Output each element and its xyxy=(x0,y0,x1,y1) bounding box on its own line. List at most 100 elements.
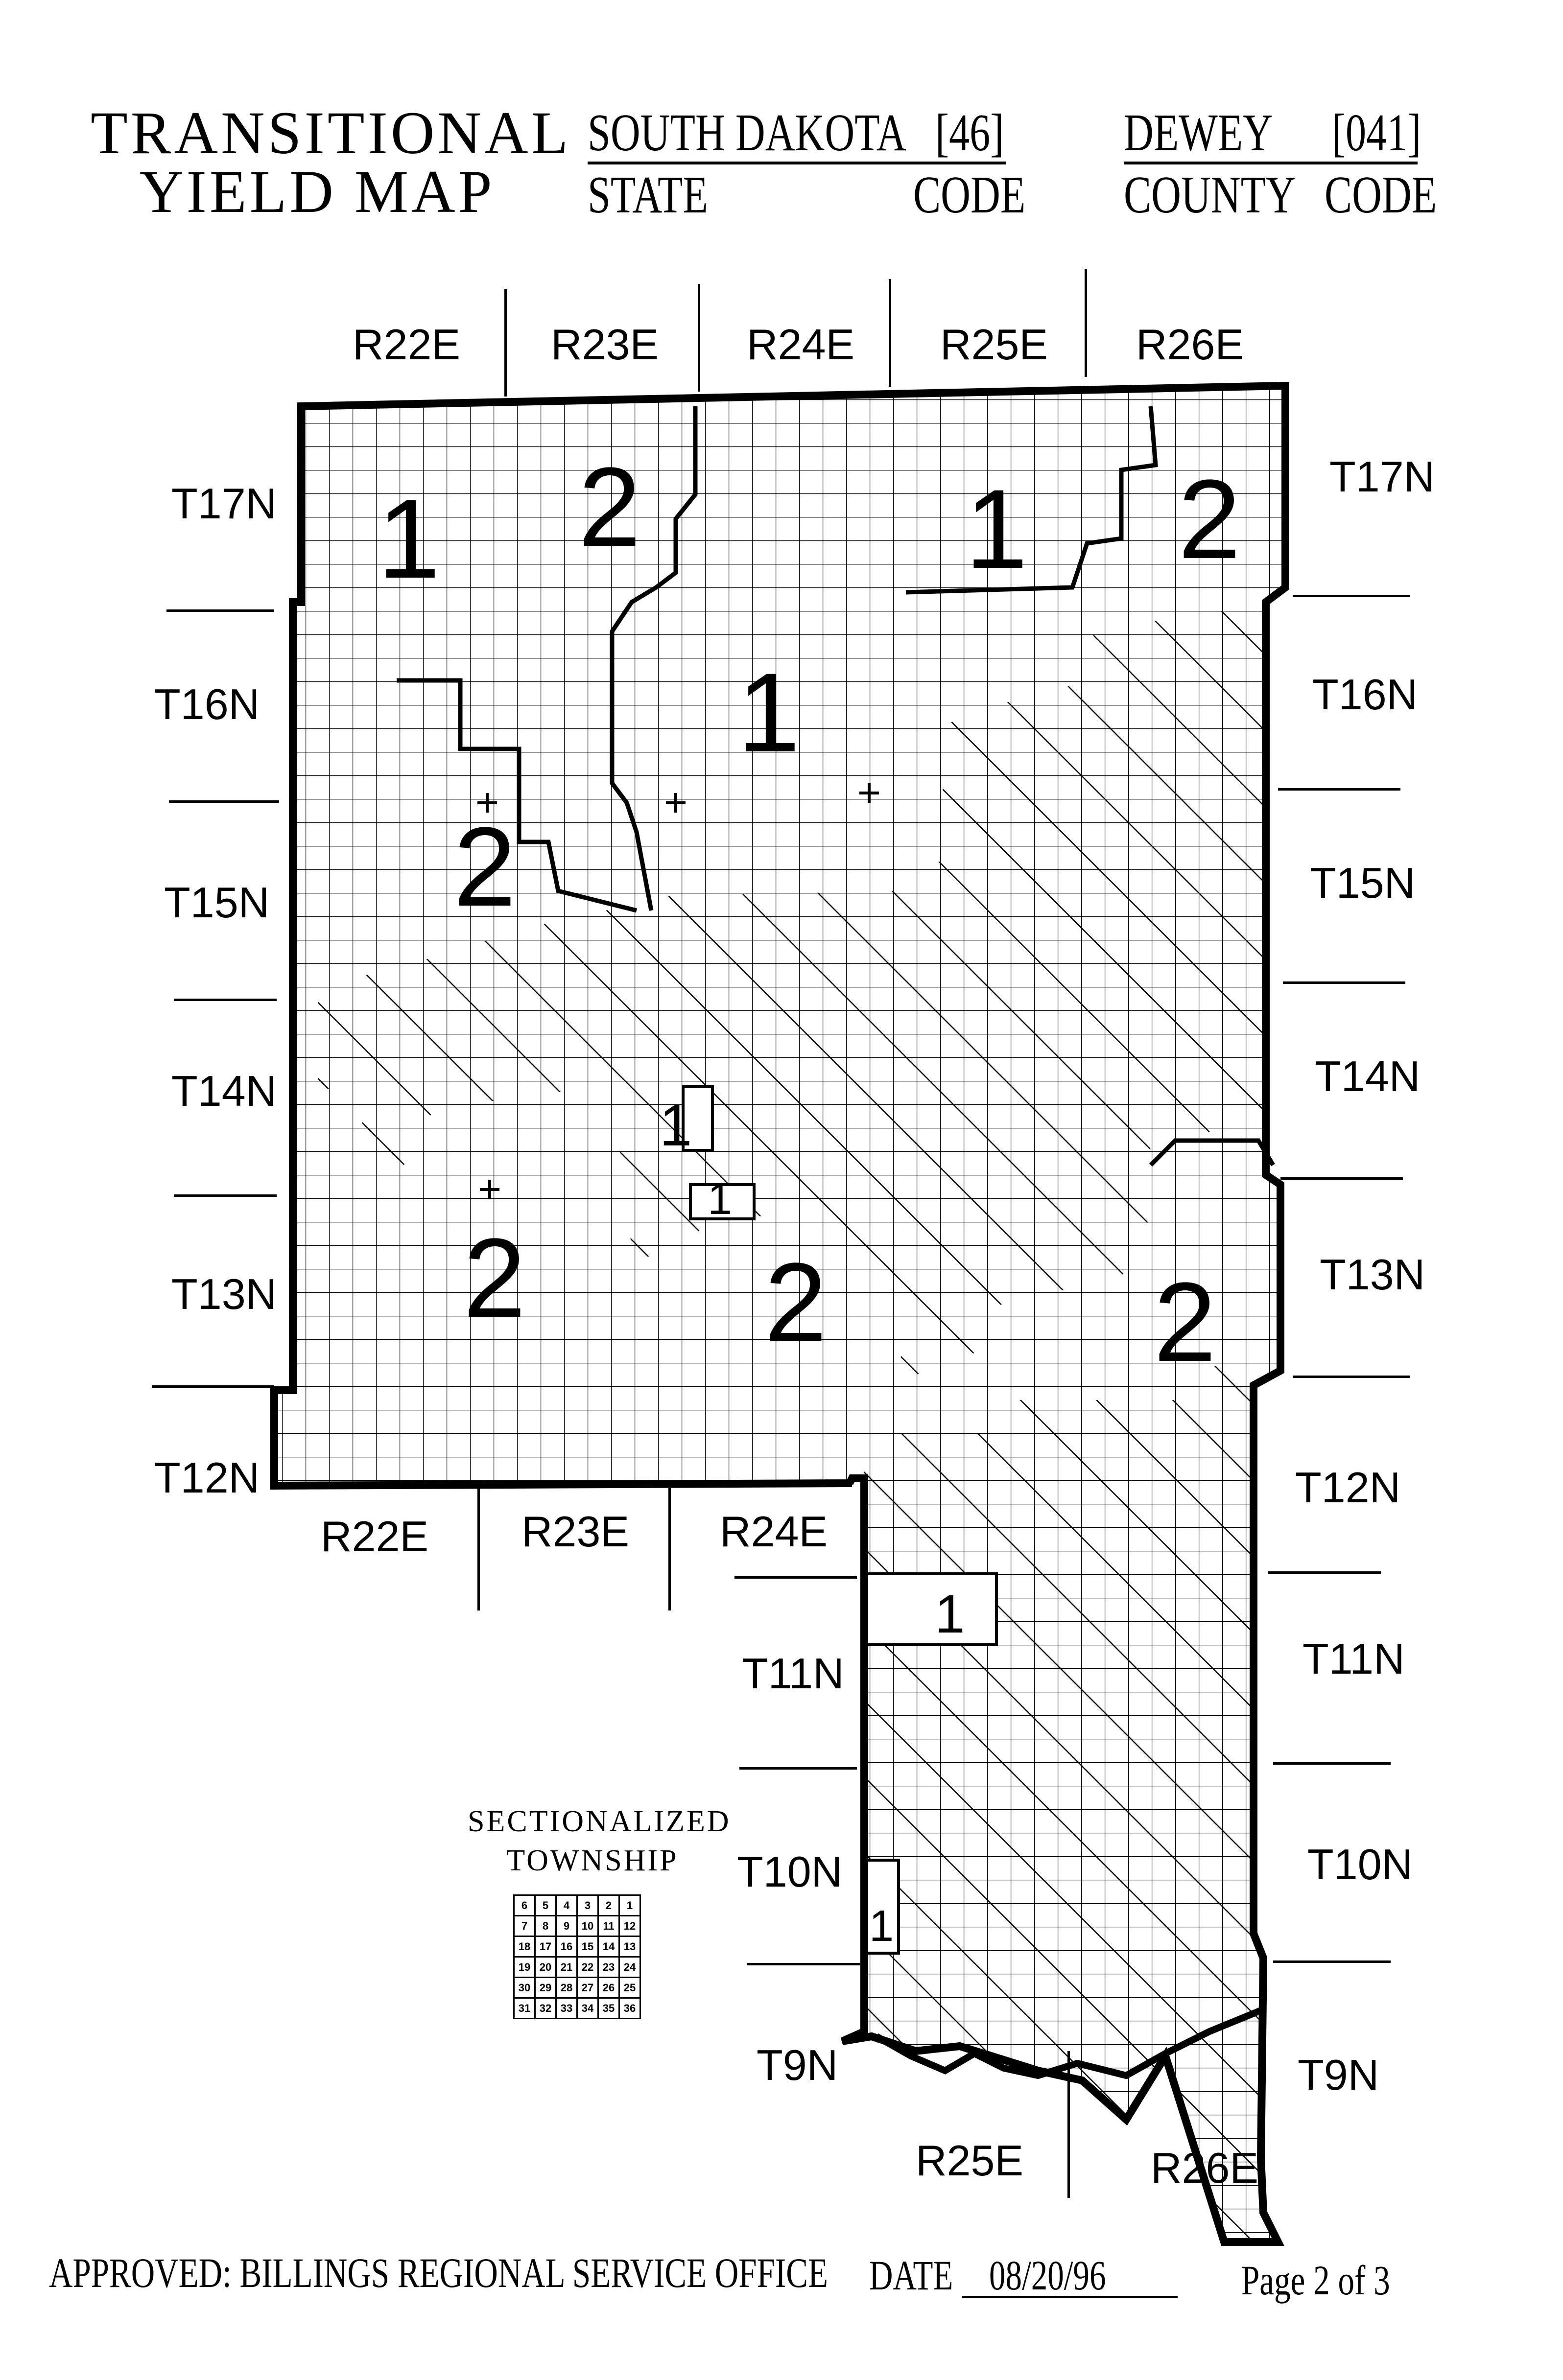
township-label-right: T15N xyxy=(1310,859,1416,907)
legend-cell: 29 xyxy=(534,1977,557,1999)
legend-cell: 36 xyxy=(618,1997,641,2019)
legend-cell: 19 xyxy=(513,1956,536,1978)
range-divider xyxy=(1067,2051,1070,2198)
township-divider xyxy=(747,1963,864,1965)
legend-cell: 25 xyxy=(618,1977,641,1999)
zone-label: 1 xyxy=(869,1902,894,1951)
legend-cell: 7 xyxy=(513,1915,536,1937)
township-label-right: T17N xyxy=(1329,452,1435,501)
township-divider xyxy=(734,1576,857,1579)
township-divider xyxy=(169,800,279,803)
county-name: DEWEY xyxy=(1124,104,1273,162)
township-label-left: T14N xyxy=(171,1067,277,1115)
range-label-top: R26E xyxy=(1136,320,1244,369)
legend-cell: 11 xyxy=(597,1915,620,1937)
legend-cell: 31 xyxy=(513,1997,536,2019)
township-divider xyxy=(1268,1571,1381,1574)
zone-label: 1 xyxy=(708,1175,732,1224)
zone-label: 1 xyxy=(737,650,800,775)
township-divider xyxy=(1278,788,1400,791)
township-divider xyxy=(739,1767,857,1770)
range-divider xyxy=(477,1488,480,1610)
hatched-zone xyxy=(318,605,1278,2242)
zone-label: 2 xyxy=(463,1215,526,1341)
state-name: SOUTH DAKOTA xyxy=(588,104,906,162)
zone-numbers: 1 2 1 2 1 2 1 2 2 2 1 1 1 xyxy=(378,444,1241,1951)
state-code-label: CODE xyxy=(913,166,1026,224)
legend-cell: 3 xyxy=(576,1894,599,1916)
township-label-left: T15N xyxy=(164,878,270,927)
township-divider xyxy=(1273,1762,1391,1765)
township-label-right: T16N xyxy=(1312,670,1418,719)
range-label-mid: R22E xyxy=(321,1512,429,1561)
state-code: [46] xyxy=(935,104,1004,162)
range-label-top: R25E xyxy=(940,320,1048,369)
zone-label: 2 xyxy=(1154,1259,1216,1385)
legend-cell: 14 xyxy=(597,1936,620,1958)
range-label-bottom: R25E xyxy=(916,2136,1024,2185)
range-label-bottom: R26E xyxy=(1151,2144,1259,2192)
township-label-right: T14N xyxy=(1315,1052,1421,1100)
legend-cell: 17 xyxy=(534,1936,557,1958)
range-divider xyxy=(1085,269,1087,377)
range-divider xyxy=(668,1488,671,1610)
range-divider xyxy=(698,284,700,392)
legend-cell: 28 xyxy=(555,1977,578,1999)
township-label-right: T13N xyxy=(1320,1250,1425,1299)
township-label-left: T12N xyxy=(154,1453,260,1502)
county-label: COUNTY xyxy=(1124,166,1296,224)
legend-cell: 16 xyxy=(555,1936,578,1958)
township-label-left: T17N xyxy=(171,479,277,528)
township-label-left: T13N xyxy=(171,1270,277,1318)
range-label-mid: R23E xyxy=(521,1507,630,1556)
township-divider xyxy=(1283,981,1405,984)
township-label-inner: T11N xyxy=(742,1649,844,1698)
legend-cell: 1 xyxy=(618,1894,641,1916)
township-divider xyxy=(1293,595,1410,597)
legend-cell: 23 xyxy=(597,1956,620,1978)
legend-cell: 5 xyxy=(534,1894,557,1916)
zone-boundaries xyxy=(397,406,1275,1167)
legend-cell: 32 xyxy=(534,1997,557,2019)
county-code: [041] xyxy=(1332,104,1421,162)
date-label: DATE xyxy=(869,2252,953,2299)
legend-cell: 9 xyxy=(555,1915,578,1937)
legend-cell: 20 xyxy=(534,1956,557,1978)
township-label-right: T12N xyxy=(1295,1463,1401,1512)
state-underline xyxy=(588,162,1006,164)
legend-cell: 2 xyxy=(597,1894,620,1916)
map-title-line1: TRANSITIONAL xyxy=(91,99,571,166)
map-title-line2: YIELD MAP xyxy=(140,158,495,225)
legend-cell: 10 xyxy=(576,1915,599,1937)
range-divider xyxy=(504,289,507,397)
zone-label: 2 xyxy=(578,444,641,570)
legend-cell: 13 xyxy=(618,1936,641,1958)
range-divider xyxy=(889,279,891,387)
legend-cell: 6 xyxy=(513,1894,536,1916)
township-divider xyxy=(1273,1960,1391,1963)
range-label-top: R24E xyxy=(747,320,855,369)
zone-label: 1 xyxy=(935,1584,965,1644)
legend-cell: 26 xyxy=(597,1977,620,1999)
range-label-top: R23E xyxy=(551,320,659,369)
legend-cell: 21 xyxy=(555,1956,578,1978)
legend-cell: 22 xyxy=(576,1956,599,1978)
township-divider xyxy=(152,1385,274,1388)
legend-cell: 12 xyxy=(618,1915,641,1937)
township-divider xyxy=(166,609,274,612)
state-label: STATE xyxy=(588,166,708,224)
legend-cell: 8 xyxy=(534,1915,557,1937)
township-divider xyxy=(174,1194,277,1197)
page-number: Page 2 of 3 xyxy=(1241,2257,1390,2304)
section-markers xyxy=(477,783,879,1199)
township-divider xyxy=(1280,1177,1403,1180)
zone-label: 2 xyxy=(764,1239,827,1365)
township-label-right: T10N xyxy=(1307,1840,1413,1889)
approved-by: APPROVED: BILLINGS REGIONAL SERVICE OFFI… xyxy=(49,2249,828,2296)
zone-label: 1 xyxy=(378,476,440,602)
legend-cell: 35 xyxy=(597,1997,620,2019)
legend-cell: 4 xyxy=(555,1894,578,1916)
sectionalized-township-legend: 6 5 4 3 2 1 7 8 9 10 11 12 18 17 16 15 1… xyxy=(513,1894,641,2019)
date-underline xyxy=(962,2296,1178,2298)
